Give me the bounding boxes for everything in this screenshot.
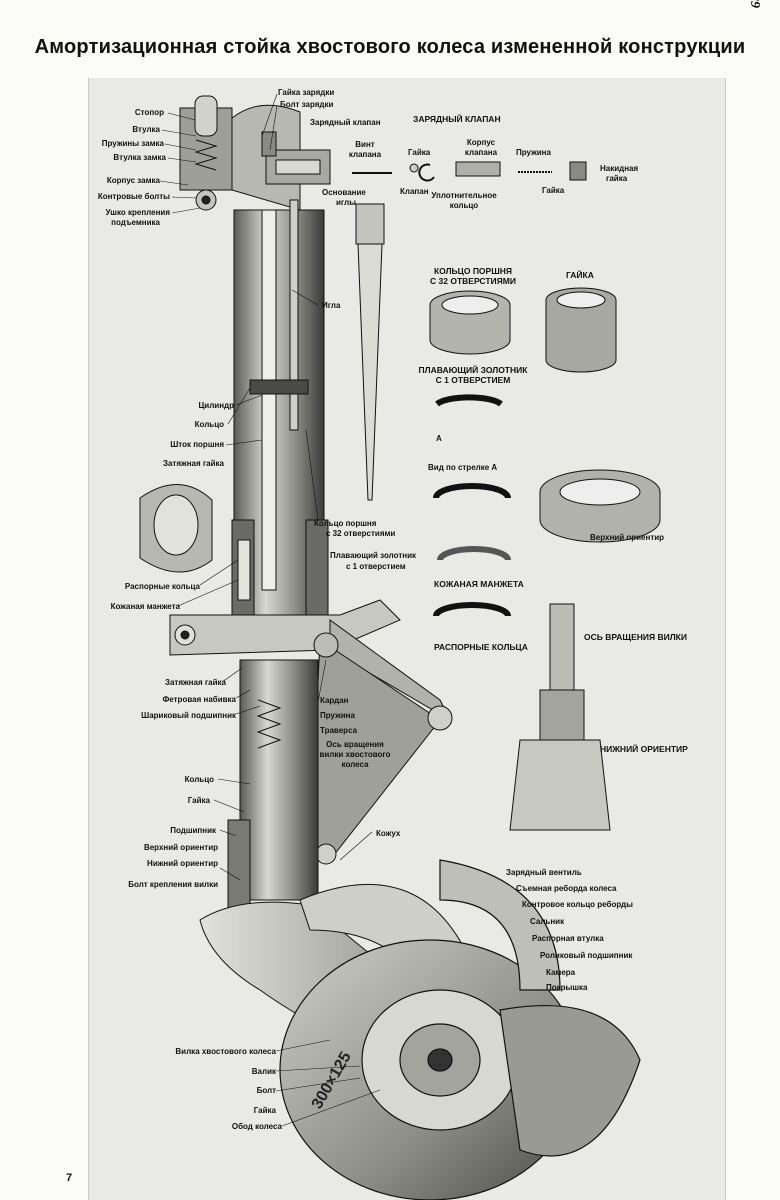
label-koltso-porshnya-2: с 32 отверстиями (326, 529, 396, 538)
label-osnovanie-1: Основание (322, 188, 366, 197)
label-nizhny-orientir-left: Нижний ориентир (147, 859, 218, 868)
label-valik: Валик (251, 1067, 276, 1076)
top-guide-part (539, 469, 661, 543)
label-zatyazhnaya-gayka-bot: Затяжная гайка (164, 678, 226, 687)
label-fetrovaya-nabivka: Фетровая набивка (162, 695, 236, 704)
label-salnik: Сальник (530, 917, 565, 926)
tightening-nut-part (139, 484, 213, 573)
label-bolt-bot: Болт (256, 1086, 276, 1095)
corner-mark: 7 (66, 1172, 73, 1184)
header-gayka: ГАЙКА (566, 270, 594, 280)
label-vint-2: клапана (348, 150, 382, 159)
label-uplot-2: кольцо (449, 201, 479, 210)
label-kardan: Кардан (320, 696, 349, 705)
exploded-piston-ring (429, 290, 511, 355)
label-gayka-v2: Гайка (542, 186, 565, 195)
label-plav-zolotnik-1: Плавающий золотник (330, 551, 416, 560)
label-kozhanaya-manzheta: Кожаная манжета (110, 602, 180, 611)
label-uplot-1: Уплотнительное (431, 191, 497, 200)
label-kozhukh: Кожух (376, 829, 401, 838)
label-koltso: Кольцо (194, 420, 224, 429)
label-podshipnik: Подшипник (170, 826, 216, 835)
label-gayka-low: Гайка (187, 796, 210, 805)
label-igla: Игла (322, 301, 341, 310)
label-ushko-1: Ушко крепления (105, 208, 170, 217)
label-zaryadny-klapan: Зарядный клапан (310, 118, 381, 127)
traverse-linkage (169, 599, 453, 865)
label-verkhny-orientir-left: Верхний ориентир (143, 843, 218, 852)
label-pokryshka: Покрышка (546, 983, 588, 992)
header-zaryadny-klapan: ЗАРЯДНЫЙ КЛАПАН (413, 114, 501, 124)
label-tsilindr: Цилиндр (198, 401, 234, 410)
label-gayka-bot: Гайка (253, 1106, 276, 1115)
label-pruzhina: Пружина (320, 711, 355, 720)
label-traversa: Траверса (320, 726, 358, 735)
header-plav-zolotnik-1: ПЛАВАЮЩИЙ ЗОЛОТНИК (418, 365, 528, 375)
label-korpus-zamka: Корпус замка (106, 176, 160, 185)
label-plav-zolotnik-2: с 1 отверстием (346, 562, 406, 571)
label-koltso-low: Кольцо (184, 775, 214, 784)
label-pruzhina-v: Пружина (516, 148, 551, 157)
header-kozhanaya-manzheta: КОЖАНАЯ МАНЖЕТА (434, 579, 524, 589)
exploded-needle (355, 203, 385, 501)
exploded-valve-parts (352, 161, 587, 182)
label-stopor: Стопор (134, 108, 164, 117)
label-nakidnaya-2: гайка (606, 174, 628, 183)
header-os-vrascheniya-vilki: ОСЬ ВРАЩЕНИЯ ВИЛКИ (584, 632, 687, 642)
leader-lines (159, 93, 381, 1127)
label-arrow-a: А (436, 434, 442, 443)
label-verkhny-orientir: Верхний ориентир (590, 533, 665, 542)
label-semnaya-reborda: Съемная реборда колеса (516, 884, 617, 893)
exploded-nut (545, 287, 617, 373)
label-zatyazhnaya-gayka-top: Затяжная гайка (162, 459, 224, 468)
exploded-fork-axle (509, 603, 611, 831)
lower-tube (227, 659, 319, 911)
label-bolt-krepleniya-vilki: Болт крепления вилки (128, 880, 218, 889)
charging-valve-housing (261, 131, 331, 185)
label-pruzhiny-zamka: Пружины замка (101, 139, 164, 148)
page-title: Амортизационная стойка хвостового колеса… (34, 36, 746, 58)
label-korpus-k-1: Корпус (466, 138, 496, 147)
label-kontrovoe-koltso: Контровое кольцо реборды (522, 900, 633, 909)
label-gayka-v: Гайка (408, 148, 431, 157)
label-rolikovy-podshipnik: Роликовый подшипник (540, 951, 633, 960)
label-gayka-zaryadki: Гайка зарядки (278, 88, 335, 97)
label-osnovanie-2: иглы (336, 198, 356, 207)
label-koltso-porshnya-1: Кольцо поршня (314, 519, 377, 528)
label-shtok-porshnya: Шток поршня (170, 440, 224, 449)
label-klapan: Клапан (400, 187, 429, 196)
label-obod-kolesa: Обод колеса (231, 1122, 282, 1131)
header-koltso-porshnya-1: КОЛЬЦО ПОРШНЯ (433, 266, 513, 276)
label-zaryadny-ventil: Зарядный вентиль (506, 868, 582, 877)
label-kamera: Камера (546, 968, 576, 977)
main-cylinder (231, 199, 329, 631)
label-kontrovye-bolty: Контровые болты (97, 192, 170, 201)
label-rasp-vtulka: Распорная втулка (532, 934, 604, 943)
label-korpus-k-2: клапана (464, 148, 498, 157)
label-vtulka: Втулка (132, 125, 160, 134)
label-os-vrasch-3: колеса (341, 760, 369, 769)
header-raspornye-koltsa: РАСПОРНЫЕ КОЛЬЦА (434, 642, 528, 652)
tail-wheel (279, 859, 641, 1200)
label-nakidnaya-1: Накидная (600, 164, 639, 173)
label-os-vrasch-1: Ось вращения (326, 740, 384, 749)
label-bolt-zaryadki: Болт зарядки (280, 100, 334, 109)
label-vint-1: Винт (355, 140, 375, 149)
header-koltso-porshnya-2: С 32 ОТВЕРСТИЯМИ (430, 276, 516, 286)
header-plav-zolotnik-2: С 1 ОТВЕРСТИЕМ (435, 375, 511, 385)
label-vid-po-strelke: Вид по стрелке А (428, 463, 498, 472)
label-ushko-2: подъемника (111, 218, 160, 227)
label-vtulka-zamka: Втулка замка (113, 153, 166, 162)
label-vilka-kolesa: Вилка хвостового колеса (175, 1047, 276, 1056)
exploded-rings (433, 394, 511, 617)
header-nizhny-orientir: НИЖНИЙ ОРИЕНТИР (600, 744, 688, 754)
label-os-vrasch-2: вилки хвостового (319, 750, 391, 759)
label-raspornye-koltsa: Распорные кольца (124, 582, 200, 591)
label-sharikovy-podshipnik: Шариковый подшипник (141, 711, 236, 720)
